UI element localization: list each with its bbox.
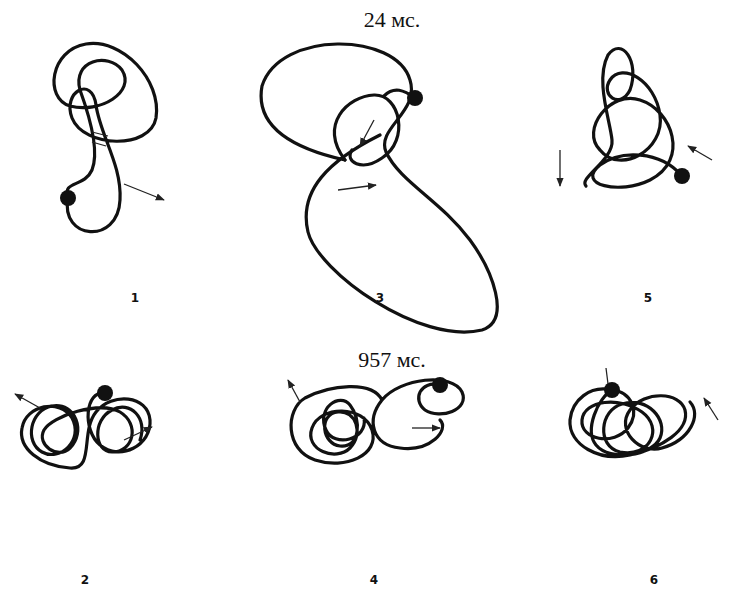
panel-number: 4: [370, 573, 378, 587]
trajectory-1: [54, 43, 157, 231]
start-dot: [97, 385, 113, 401]
start-dot: [407, 90, 423, 106]
panel-number: 5: [644, 291, 652, 305]
start-dot: [674, 168, 690, 184]
tick-mark: [92, 132, 108, 136]
direction-arrow: [124, 427, 152, 440]
panel-number: 3: [376, 291, 384, 305]
start-dot: [604, 382, 620, 398]
trajectory-2: [22, 393, 151, 468]
direction-arrow: [704, 398, 718, 420]
time-heading: 24 мс.: [364, 7, 421, 33]
trajectory-3: [261, 44, 497, 332]
time-heading: 957 мс.: [358, 347, 426, 373]
start-dot: [432, 377, 448, 393]
trajectory-6: [570, 389, 695, 457]
panel-number: 1: [131, 291, 139, 305]
direction-arrow: [124, 184, 164, 200]
tick-mark: [606, 368, 608, 384]
direction-arrow: [412, 427, 440, 428]
direction-arrow: [15, 394, 40, 408]
trajectory-3-loop: [334, 90, 415, 165]
start-dot: [60, 190, 76, 206]
direction-arrow: [338, 185, 376, 190]
panel-number: 2: [81, 573, 89, 587]
direction-arrow: [360, 120, 374, 146]
direction-arrow: [688, 146, 712, 160]
panel-number: 6: [650, 573, 658, 587]
trajectory-5: [585, 49, 682, 188]
direction-arrow: [559, 150, 560, 186]
tick-mark: [92, 142, 106, 146]
direction-arrow: [288, 380, 300, 402]
